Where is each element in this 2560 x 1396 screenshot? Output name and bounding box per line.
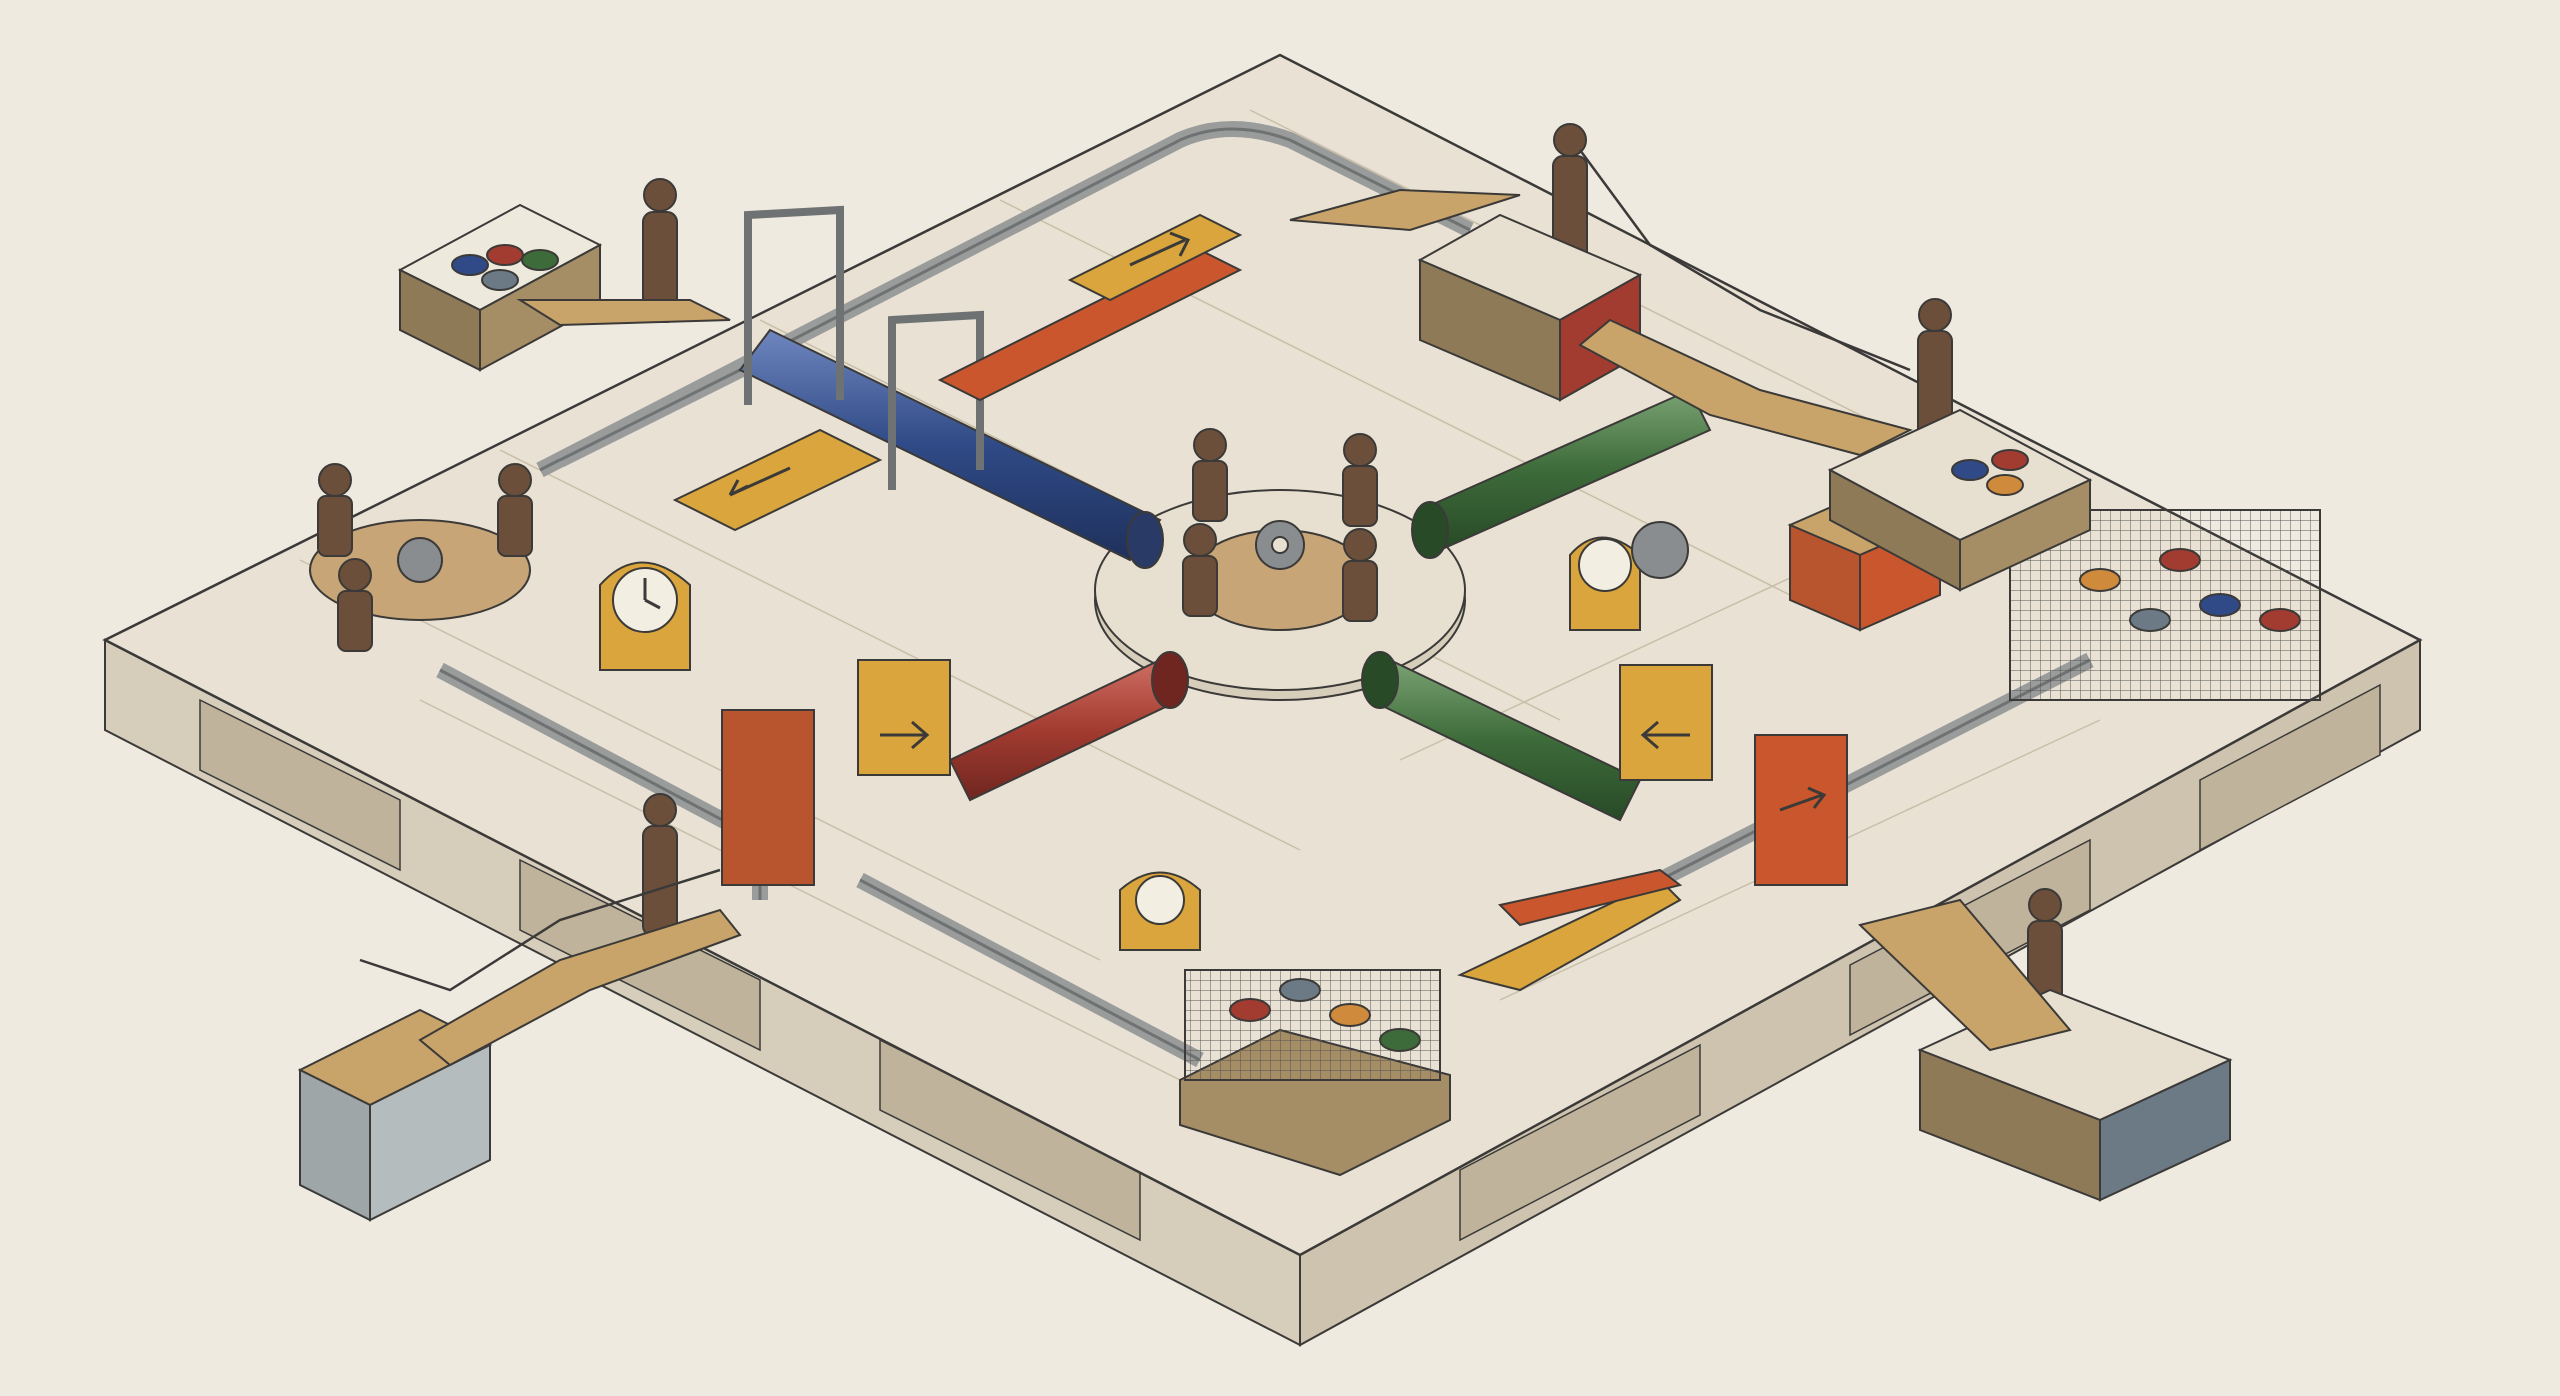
suspension-bridge-right (1578, 318, 1913, 457)
sign-yellow-left (1619, 664, 1713, 781)
cage-bottom-center (1179, 969, 1451, 1177)
arrow-blocks (672, 213, 1848, 992)
crate-top-left (397, 203, 603, 372)
gear-icon (397, 537, 443, 583)
clock-icon (1578, 538, 1632, 592)
person-figure (317, 463, 533, 652)
arrow-left-icon (1640, 720, 1690, 750)
arrow-right-icon (1779, 786, 1827, 812)
arrow-down-left-icon (728, 466, 791, 497)
coin-stack (2079, 548, 2301, 632)
clock-icon (1135, 875, 1185, 925)
clock-right (1569, 521, 1689, 631)
raised-platform-right (1827, 408, 2093, 592)
door-orange-left (721, 709, 815, 886)
green-pipe-lower (1361, 651, 1642, 822)
suspension-bridge-left (418, 908, 742, 1067)
left-meeting-table (309, 463, 533, 652)
center-meeting-table (1182, 428, 1378, 622)
blue-pipe (738, 328, 1164, 569)
gear-icon (1255, 520, 1305, 570)
sign-yellow-right (857, 659, 951, 776)
arrow-block-orange-bottom (1457, 878, 1682, 992)
person-figure (1917, 298, 1953, 442)
gear-icon (1631, 521, 1689, 579)
coin-stack (1951, 449, 2029, 496)
arrow-up-right-icon (1129, 231, 1191, 267)
person-figure (642, 793, 678, 937)
door-orange-right (1754, 734, 1848, 886)
plank-top-left (516, 299, 731, 327)
coin-stack (451, 244, 559, 291)
clock-left (599, 561, 691, 671)
plank-top-right (1289, 188, 1521, 232)
green-pipe-upper (1411, 388, 1712, 559)
clock-bottom (1119, 871, 1201, 951)
arrow-right-icon (880, 720, 930, 750)
red-pipe (948, 651, 1189, 802)
arrow-block-yellow-left (672, 428, 883, 532)
person-figure (642, 178, 678, 323)
plank-bottom-right (1858, 898, 2072, 1052)
coin-stack (1229, 978, 1421, 1052)
bridges (359, 149, 2072, 1067)
